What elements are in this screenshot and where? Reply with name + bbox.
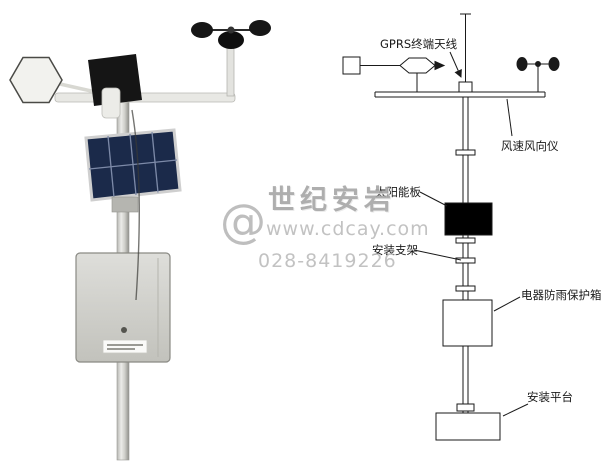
leader-solar-panel xyxy=(419,191,448,207)
anemometer-hub xyxy=(227,26,235,34)
solar-panel xyxy=(84,128,182,213)
label-mount-bracket: 安装支架 xyxy=(372,243,418,257)
protection-box-symbol xyxy=(442,299,493,347)
control-box-body xyxy=(75,252,171,363)
solar-panel-symbol xyxy=(444,202,493,236)
crossarm-line xyxy=(374,91,546,98)
anemometer-cup-right xyxy=(249,20,271,36)
photo-weather-station xyxy=(0,0,300,461)
box-keyhole xyxy=(121,327,127,333)
box-label-text-line xyxy=(107,344,143,346)
box-label-sticker xyxy=(102,339,148,354)
leader-protection-box xyxy=(493,296,521,312)
bracket-flange xyxy=(455,149,476,412)
schematic: GPRS终端天线 风速风向仪 太阳能板 安装支架 电器防雨保护箱 安装平台 xyxy=(342,13,602,441)
wind-vane-symbol xyxy=(342,56,446,92)
control-box xyxy=(75,252,171,363)
photo-illustration xyxy=(9,20,271,461)
diagram-weather-station: GPRS终端天线 风速风向仪 太阳能板 安装支架 电器防雨保护箱 安装平台 xyxy=(300,0,616,461)
panel-grid-line xyxy=(88,159,178,170)
cup-anemometer xyxy=(191,20,271,97)
mast-lines xyxy=(462,97,469,413)
label-platform: 安装平台 xyxy=(527,390,573,404)
cable xyxy=(131,109,140,301)
anemometer-cup-front xyxy=(218,31,244,49)
leader-wind-sensor xyxy=(506,98,513,137)
leader-gprs-antenna xyxy=(449,51,462,78)
label-gprs-antenna: GPRS终端天线 xyxy=(380,37,458,51)
anemometer-cup-left xyxy=(191,22,213,38)
vane-fin xyxy=(88,54,142,106)
label-solar-panel: 太阳能板 xyxy=(375,185,421,199)
label-wind-sensor: 风速风向仪 xyxy=(501,139,559,153)
anemometer-symbol xyxy=(516,57,560,92)
wind-vane xyxy=(9,54,142,119)
vane-sensor-body xyxy=(101,87,121,119)
box-label-text-line xyxy=(107,348,135,350)
leader-mount-bracket xyxy=(413,249,462,261)
leader-platform xyxy=(502,403,529,417)
vane-hexagon-plate xyxy=(9,56,63,104)
panel-mount-bracket xyxy=(111,196,139,213)
antenna-line xyxy=(458,13,473,93)
label-protection-box: 电器防雨保护箱 xyxy=(521,288,602,302)
crossarm-boom xyxy=(54,92,236,103)
platform-symbol xyxy=(435,412,501,441)
